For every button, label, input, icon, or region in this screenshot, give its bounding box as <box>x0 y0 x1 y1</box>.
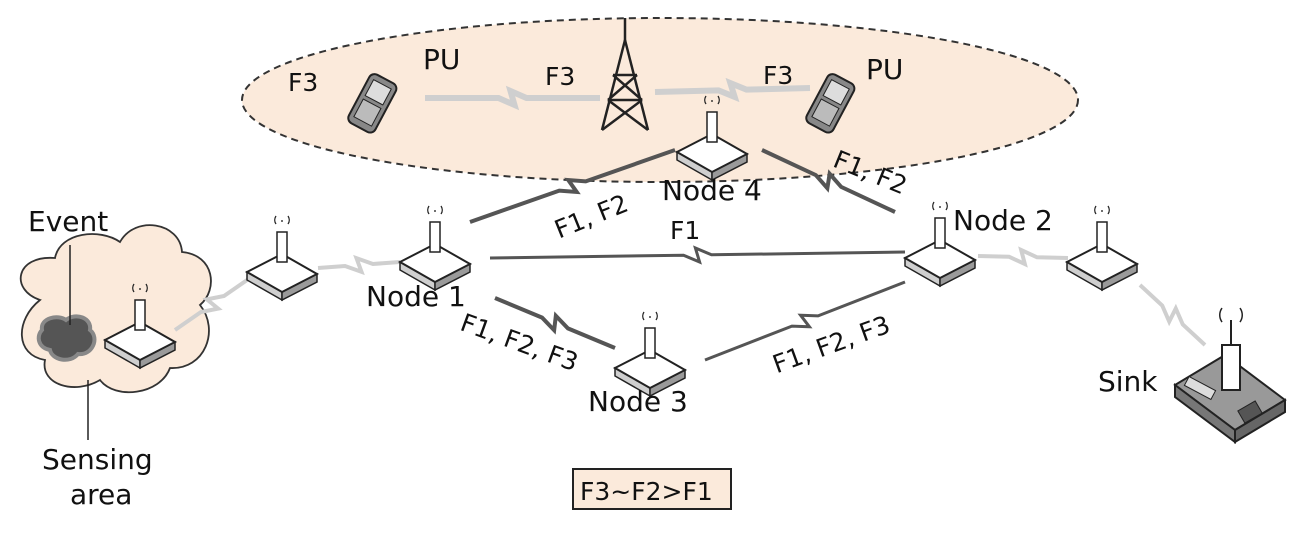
pu-right-label: PU <box>866 53 904 86</box>
link-node1-node3 <box>494 296 616 350</box>
node2-icon <box>902 201 978 288</box>
link-node1-node2 <box>489 245 906 265</box>
sensing-area-label-line1: Sensing <box>42 443 153 476</box>
relay-node-a-icon <box>244 215 320 302</box>
link-relay-b-sink <box>1138 283 1207 347</box>
pu-phone-left-icon <box>347 73 398 134</box>
node3-label: Node 3 <box>588 385 688 418</box>
link-n1-n2-label: F1 <box>670 216 701 245</box>
relay-node-b-icon <box>1064 205 1140 292</box>
node1-icon <box>397 205 473 292</box>
pu-left-label: PU <box>423 43 461 76</box>
sink-base-station-icon <box>1173 307 1287 444</box>
node1-label: Node 1 <box>366 280 466 313</box>
priority-legend: F3~F2>F1 <box>572 468 732 510</box>
link-tower-pu-right <box>654 77 811 103</box>
node4-label: Node 4 <box>662 174 762 207</box>
f3-link-right-label: F3 <box>763 61 794 90</box>
f3-link-left-label: F3 <box>545 62 576 91</box>
link-relay-a-node1 <box>317 254 401 276</box>
node3-icon <box>612 311 688 398</box>
sensor-node-event-icon <box>102 283 178 370</box>
sink-label: Sink <box>1098 365 1158 398</box>
link-pu-left-tower <box>425 85 600 111</box>
link-node2-relay-b <box>977 246 1069 268</box>
pu-phone-right-icon <box>805 73 856 134</box>
link-node3-node2 <box>704 280 906 362</box>
link-node4-node2 <box>761 148 896 214</box>
primary-tower-icon <box>600 18 650 131</box>
primary-user-region <box>241 17 1079 183</box>
f3-region-label: F3 <box>288 68 319 97</box>
event-label: Event <box>28 205 109 238</box>
sensing-area-cloud <box>19 224 212 394</box>
link-node1-node4 <box>469 148 676 224</box>
event-blob <box>36 314 97 362</box>
node4-icon <box>674 95 750 182</box>
sensing-area-label-line2: area <box>70 478 133 511</box>
link-event-relay-a <box>173 276 252 332</box>
node2-label: Node 2 <box>953 204 1053 237</box>
priority-legend-text: F3~F2>F1 <box>580 477 713 506</box>
